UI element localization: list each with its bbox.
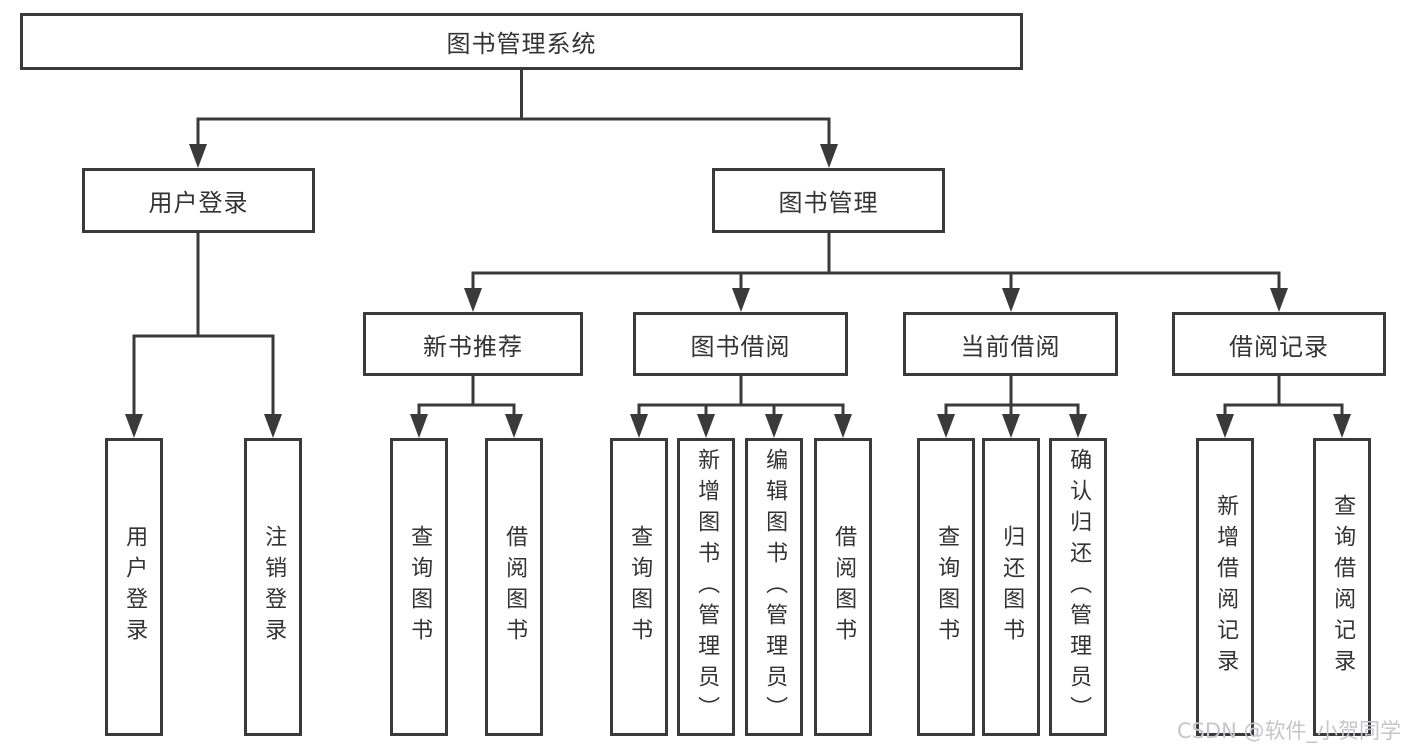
node-user-login: 用户登录 — [82, 168, 315, 233]
leaf-return-books-label: 归还图书 — [999, 525, 1025, 649]
node-book-borrowing: 图书借阅 — [633, 312, 848, 376]
leaf-query-books-recommend-label: 查询图书 — [407, 525, 433, 649]
leaf-user-login-label: 用户登录 — [122, 525, 148, 649]
leaf-edit-books-admin: 编辑图书（管理员） — [745, 438, 803, 736]
leaf-user-login: 用户登录 — [105, 438, 163, 736]
leaf-query-books-current: 查询图书 — [917, 438, 975, 736]
csdn-watermark: CSDN @软件_小贺同学 — [1176, 719, 1401, 743]
node-current-borrowing: 当前借阅 — [903, 312, 1118, 376]
leaf-query-books-borrowing-label: 查询图书 — [627, 525, 653, 649]
connector-book-management-to-level3 — [464, 233, 1288, 312]
leaf-logout-label: 注销登录 — [261, 525, 287, 649]
leaf-confirm-return-admin: 确认归还（管理员） — [1049, 438, 1107, 736]
leaf-edit-books-admin-label: 编辑图书（管理员） — [762, 447, 788, 727]
leaf-borrow-books-borrowing-label: 借阅图书 — [831, 525, 857, 649]
node-new-book-recommend: 新书推荐 — [363, 312, 583, 376]
connector-current-borrowing-to-leaves — [937, 376, 1087, 438]
connector-root-to-level2 — [189, 70, 838, 168]
leaf-query-borrow-record: 查询借阅记录 — [1313, 438, 1371, 736]
leaf-confirm-return-admin-label: 确认归还（管理员） — [1066, 447, 1092, 727]
leaf-query-books-borrowing: 查询图书 — [610, 438, 668, 736]
connector-borrowing-records-to-leaves — [1216, 376, 1351, 438]
leaf-add-books-admin-label: 新增图书（管理员） — [694, 447, 720, 727]
connector-user-login-to-leaves — [125, 233, 282, 438]
leaf-add-books-admin: 新增图书（管理员） — [677, 438, 735, 736]
leaf-borrow-books-borrowing: 借阅图书 — [814, 438, 872, 736]
leaf-borrow-books-recommend: 借阅图书 — [485, 438, 543, 736]
node-borrowing-records: 借阅记录 — [1172, 312, 1386, 376]
leaf-query-books-recommend: 查询图书 — [390, 438, 448, 736]
connector-book-borrowing-to-leaves — [630, 376, 852, 438]
leaf-add-borrow-record-label: 新增借阅记录 — [1213, 494, 1239, 680]
leaf-logout: 注销登录 — [244, 438, 302, 736]
node-library-management-system: 图书管理系统 — [20, 13, 1023, 70]
leaf-query-books-current-label: 查询图书 — [934, 525, 960, 649]
node-book-management: 图书管理 — [712, 168, 945, 233]
connector-new-book-recommend-to-leaves — [410, 376, 523, 438]
leaf-return-books: 归还图书 — [982, 438, 1040, 736]
leaf-borrow-books-recommend-label: 借阅图书 — [502, 525, 528, 649]
leaf-add-borrow-record: 新增借阅记录 — [1196, 438, 1254, 736]
leaf-query-borrow-record-label: 查询借阅记录 — [1330, 494, 1356, 680]
